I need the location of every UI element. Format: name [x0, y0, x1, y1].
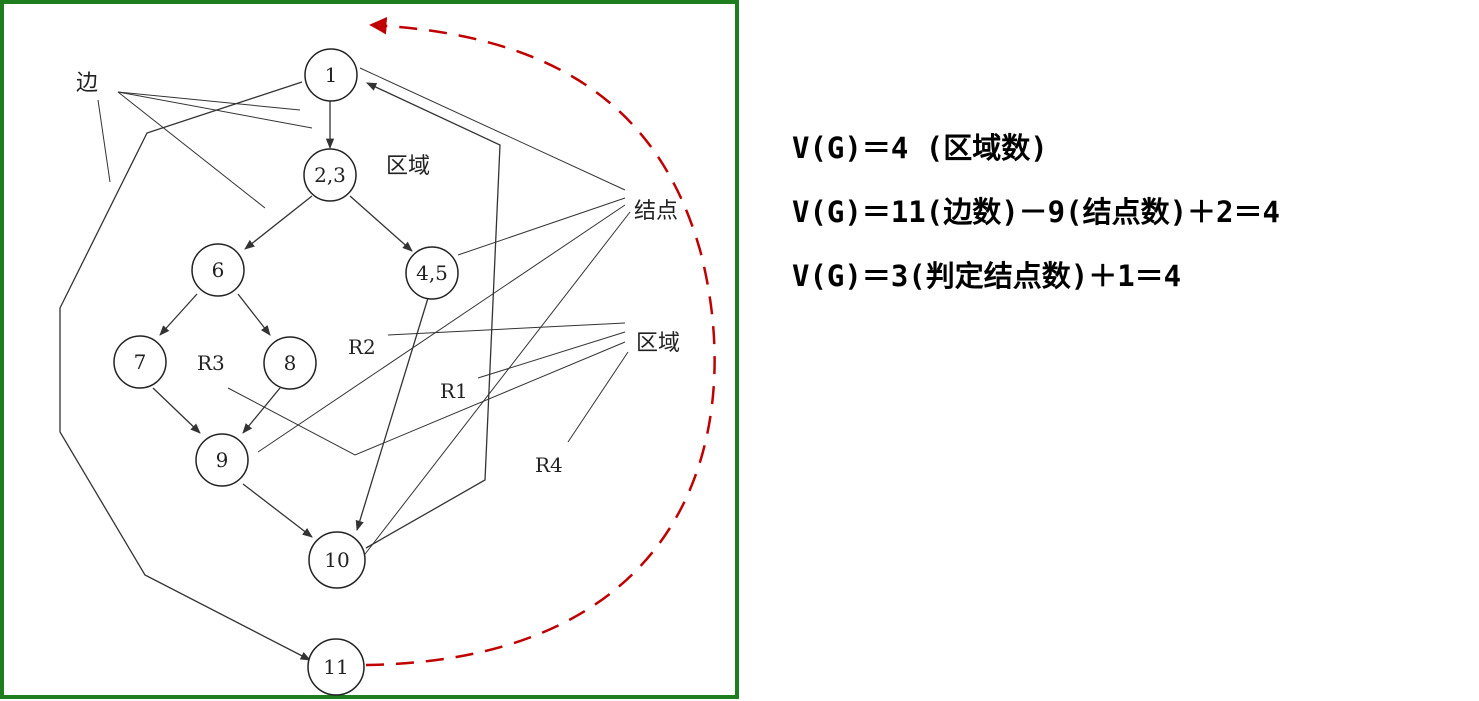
pointer-region-label	[567, 351, 629, 443]
node-6: 6	[191, 243, 245, 297]
formula-decision-nodes: V(G)＝3(判定结点数)＋1＝4	[792, 259, 1182, 293]
region-annotation-label-top: 区域	[386, 154, 430, 179]
node-7-label: 7	[134, 350, 147, 374]
node-annotation-label: 结点	[634, 199, 678, 224]
edge-6-8	[237, 293, 271, 336]
edge-45-10	[355, 297, 429, 531]
node-1: 1	[304, 48, 358, 102]
edge-10-1	[365, 82, 501, 549]
node-7: 7	[113, 335, 167, 389]
formula-region-count: V(G)＝4 (区域数)	[792, 131, 1048, 165]
edge-8-9	[242, 387, 281, 434]
node-4-5: 4,5	[405, 246, 459, 300]
edge-23-6	[244, 195, 313, 250]
node-8-label: 8	[284, 351, 297, 375]
pointer-region-label	[227, 341, 626, 456]
pointer-edge-label	[117, 91, 313, 129]
node-2-3-label: 2,3	[314, 163, 346, 187]
node-2-3: 2,3	[303, 148, 357, 202]
node-6-label: 6	[212, 258, 225, 282]
edge-6-7	[159, 293, 198, 336]
node-9-label: 9	[216, 448, 229, 472]
node-4-5-label: 4,5	[416, 261, 448, 285]
node-1-label: 1	[325, 63, 338, 87]
edge-23-45	[349, 195, 413, 252]
edge-1-11	[59, 81, 311, 661]
pointer-edge-label	[117, 91, 266, 209]
region-r3-label: R3	[197, 351, 225, 375]
pointer-region-label	[477, 331, 626, 379]
node-9: 9	[195, 433, 249, 487]
region-annotation-label-right: 区域	[636, 331, 680, 356]
region-r4-label: R4	[535, 453, 563, 477]
edge-annotation-label: 边	[76, 71, 98, 96]
pointer-node-label	[257, 204, 626, 453]
node-10-label: 10	[324, 548, 349, 572]
node-11: 11	[307, 638, 365, 696]
pointer-region-label	[387, 322, 626, 336]
cyclomatic-formulas: V(G)＝4 (区域数) V(G)＝11(边数)－9(结点数)＋2＝4 V(G)…	[792, 126, 1280, 318]
annotation-pointers	[97, 67, 631, 559]
region-r2-label: R2	[348, 335, 376, 359]
edge-7-9	[152, 387, 201, 434]
graph-nodes: 1 2,3 6 4,5 7 8 9 10	[113, 48, 459, 696]
edge-9-10	[242, 483, 313, 538]
pointer-edge-label	[117, 91, 301, 111]
node-11-label: 11	[323, 655, 348, 679]
formula-edges-nodes: V(G)＝11(边数)－9(结点数)＋2＝4	[792, 195, 1280, 229]
pointer-node-label	[359, 67, 626, 191]
pointer-edge-label	[97, 99, 111, 183]
flow-graph: 1 2,3 6 4,5 7 8 9 10	[59, 17, 716, 696]
node-10: 10	[308, 531, 366, 589]
node-8: 8	[263, 336, 317, 390]
pointer-node-label	[361, 211, 631, 559]
region-r1-label: R1	[440, 379, 468, 403]
pointer-node-label	[457, 197, 626, 256]
graph-edges	[59, 81, 501, 661]
